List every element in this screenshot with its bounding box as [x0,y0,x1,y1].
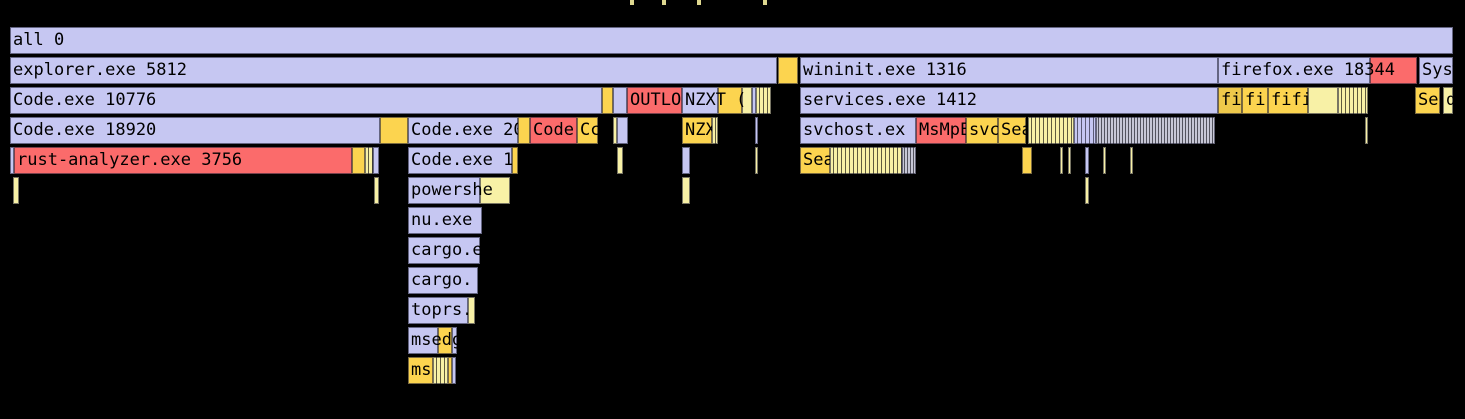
flame-frame[interactable] [1365,117,1368,144]
flame-frame[interactable] [352,147,365,174]
flame-frame-svch[interactable]: svch [966,117,998,144]
flame-frame[interactable] [1068,147,1071,174]
flame-frame[interactable] [1130,147,1133,174]
flame-frame[interactable] [682,147,690,174]
flame-frame[interactable] [712,117,718,144]
clipped-title-fragment [630,0,634,5]
flame-frame[interactable] [10,147,14,174]
flame-frame-d[interactable]: d [1443,87,1453,114]
flame-frame-all-0[interactable]: all 0 [10,27,1453,54]
flame-frame-explorer-exe-5812[interactable]: explorer.exe 5812 [10,57,777,84]
flame-frame-toprs[interactable]: toprs. [408,297,468,324]
flame-frame-code-exe-18920[interactable]: Code.exe 18920 [10,117,380,144]
flame-frame[interactable] [718,87,742,114]
flame-frame[interactable] [1022,147,1032,174]
flame-frame[interactable] [512,147,518,174]
flame-frame-nu-exe[interactable]: nu.exe [408,207,482,234]
flame-frame[interactable] [682,177,690,204]
flame-frame[interactable] [756,87,771,114]
clipped-title-fragment [662,0,666,5]
flame-frame-cargo-e[interactable]: cargo.e [408,237,480,264]
flame-frame[interactable] [365,147,373,174]
flame-frame[interactable] [480,177,510,204]
flame-frame-outloo[interactable]: OUTLOO [627,87,691,114]
flame-frame[interactable] [1085,177,1089,204]
flame-frame-sear[interactable]: Sear [998,117,1026,144]
flame-frame[interactable] [1308,87,1338,114]
flame-frame-firefox-exe-18344[interactable]: firefox.exe 18344 [1218,57,1395,84]
flame-frame[interactable] [752,87,756,114]
clipped-title-fragment [763,0,767,5]
flame-frame-cargo[interactable]: cargo. [408,267,478,294]
flame-frame-rust-analyzer-exe-3756[interactable]: rust-analyzer.exe 3756 [14,147,352,174]
flame-frame[interactable] [518,117,530,144]
flame-frame-cc[interactable]: Cc [577,117,598,144]
flame-frame[interactable] [373,147,379,174]
flame-frame[interactable] [374,177,379,204]
flame-frame[interactable] [380,117,408,144]
flame-frame-sysw[interactable]: Sysw [1419,57,1453,84]
flame-frame[interactable] [778,57,798,84]
flame-frame[interactable] [602,87,613,114]
flame-frame[interactable] [1074,117,1096,144]
flame-frame[interactable] [448,357,452,384]
flame-frame[interactable] [617,147,623,174]
flame-frame-wininit-exe-1316[interactable]: wininit.exe 1316 [800,57,1218,84]
flame-frame[interactable] [1103,147,1106,174]
flame-frame[interactable] [742,87,752,114]
flame-frame[interactable] [452,357,456,384]
flame-frame-fir[interactable]: fir [1242,87,1268,114]
flame-frame[interactable] [613,117,617,144]
flame-frame[interactable] [1338,87,1368,114]
flame-frame[interactable] [617,117,628,144]
clipped-title-fragment [697,0,701,5]
flame-frame[interactable] [902,147,916,174]
flame-frame[interactable] [433,357,448,384]
flame-frame-nzx[interactable]: NZX [682,117,712,144]
flame-frame[interactable] [830,147,902,174]
flame-frame[interactable] [1060,147,1063,174]
flame-frame[interactable] [755,147,758,174]
flame-frame-msmpe[interactable]: MsMpE [916,117,966,144]
flame-frame-sea[interactable]: Sea [800,147,830,174]
flame-frame[interactable] [613,87,627,114]
flame-frame-se[interactable]: Se [1415,87,1440,114]
flame-frame-services-exe-1412[interactable]: services.exe 1412 [800,87,1218,114]
flame-frame[interactable] [13,177,19,204]
flame-frame-code-exe-20[interactable]: Code.exe 20 [408,117,518,144]
flame-frame[interactable] [438,327,452,354]
flame-frame[interactable] [1085,147,1089,174]
flame-frame-code-exe-10776[interactable]: Code.exe 10776 [10,87,602,114]
flame-frame-svchost-ex[interactable]: svchost.ex [800,117,916,144]
flame-frame-code-exe-1[interactable]: Code.exe 1 [408,147,512,174]
flame-frame[interactable] [468,297,475,324]
flame-frame-ms[interactable]: ms [408,357,433,384]
flame-frame-nzxt[interactable]: NZXT ( [682,87,746,114]
flame-frame-fir[interactable]: fir [1218,87,1242,114]
flame-frame[interactable] [755,117,758,144]
flame-frame[interactable] [1028,117,1074,144]
flame-frame[interactable] [1096,117,1215,144]
flame-frame-msedge[interactable]: msedge [408,327,472,354]
flame-frame[interactable] [1370,57,1417,84]
flame-frame-code[interactable]: Code [530,117,577,144]
flame-frame[interactable] [452,327,457,354]
flame-frame-fifi[interactable]: fifi [1268,87,1308,114]
flame-frame-powershe[interactable]: powershe [408,177,493,204]
